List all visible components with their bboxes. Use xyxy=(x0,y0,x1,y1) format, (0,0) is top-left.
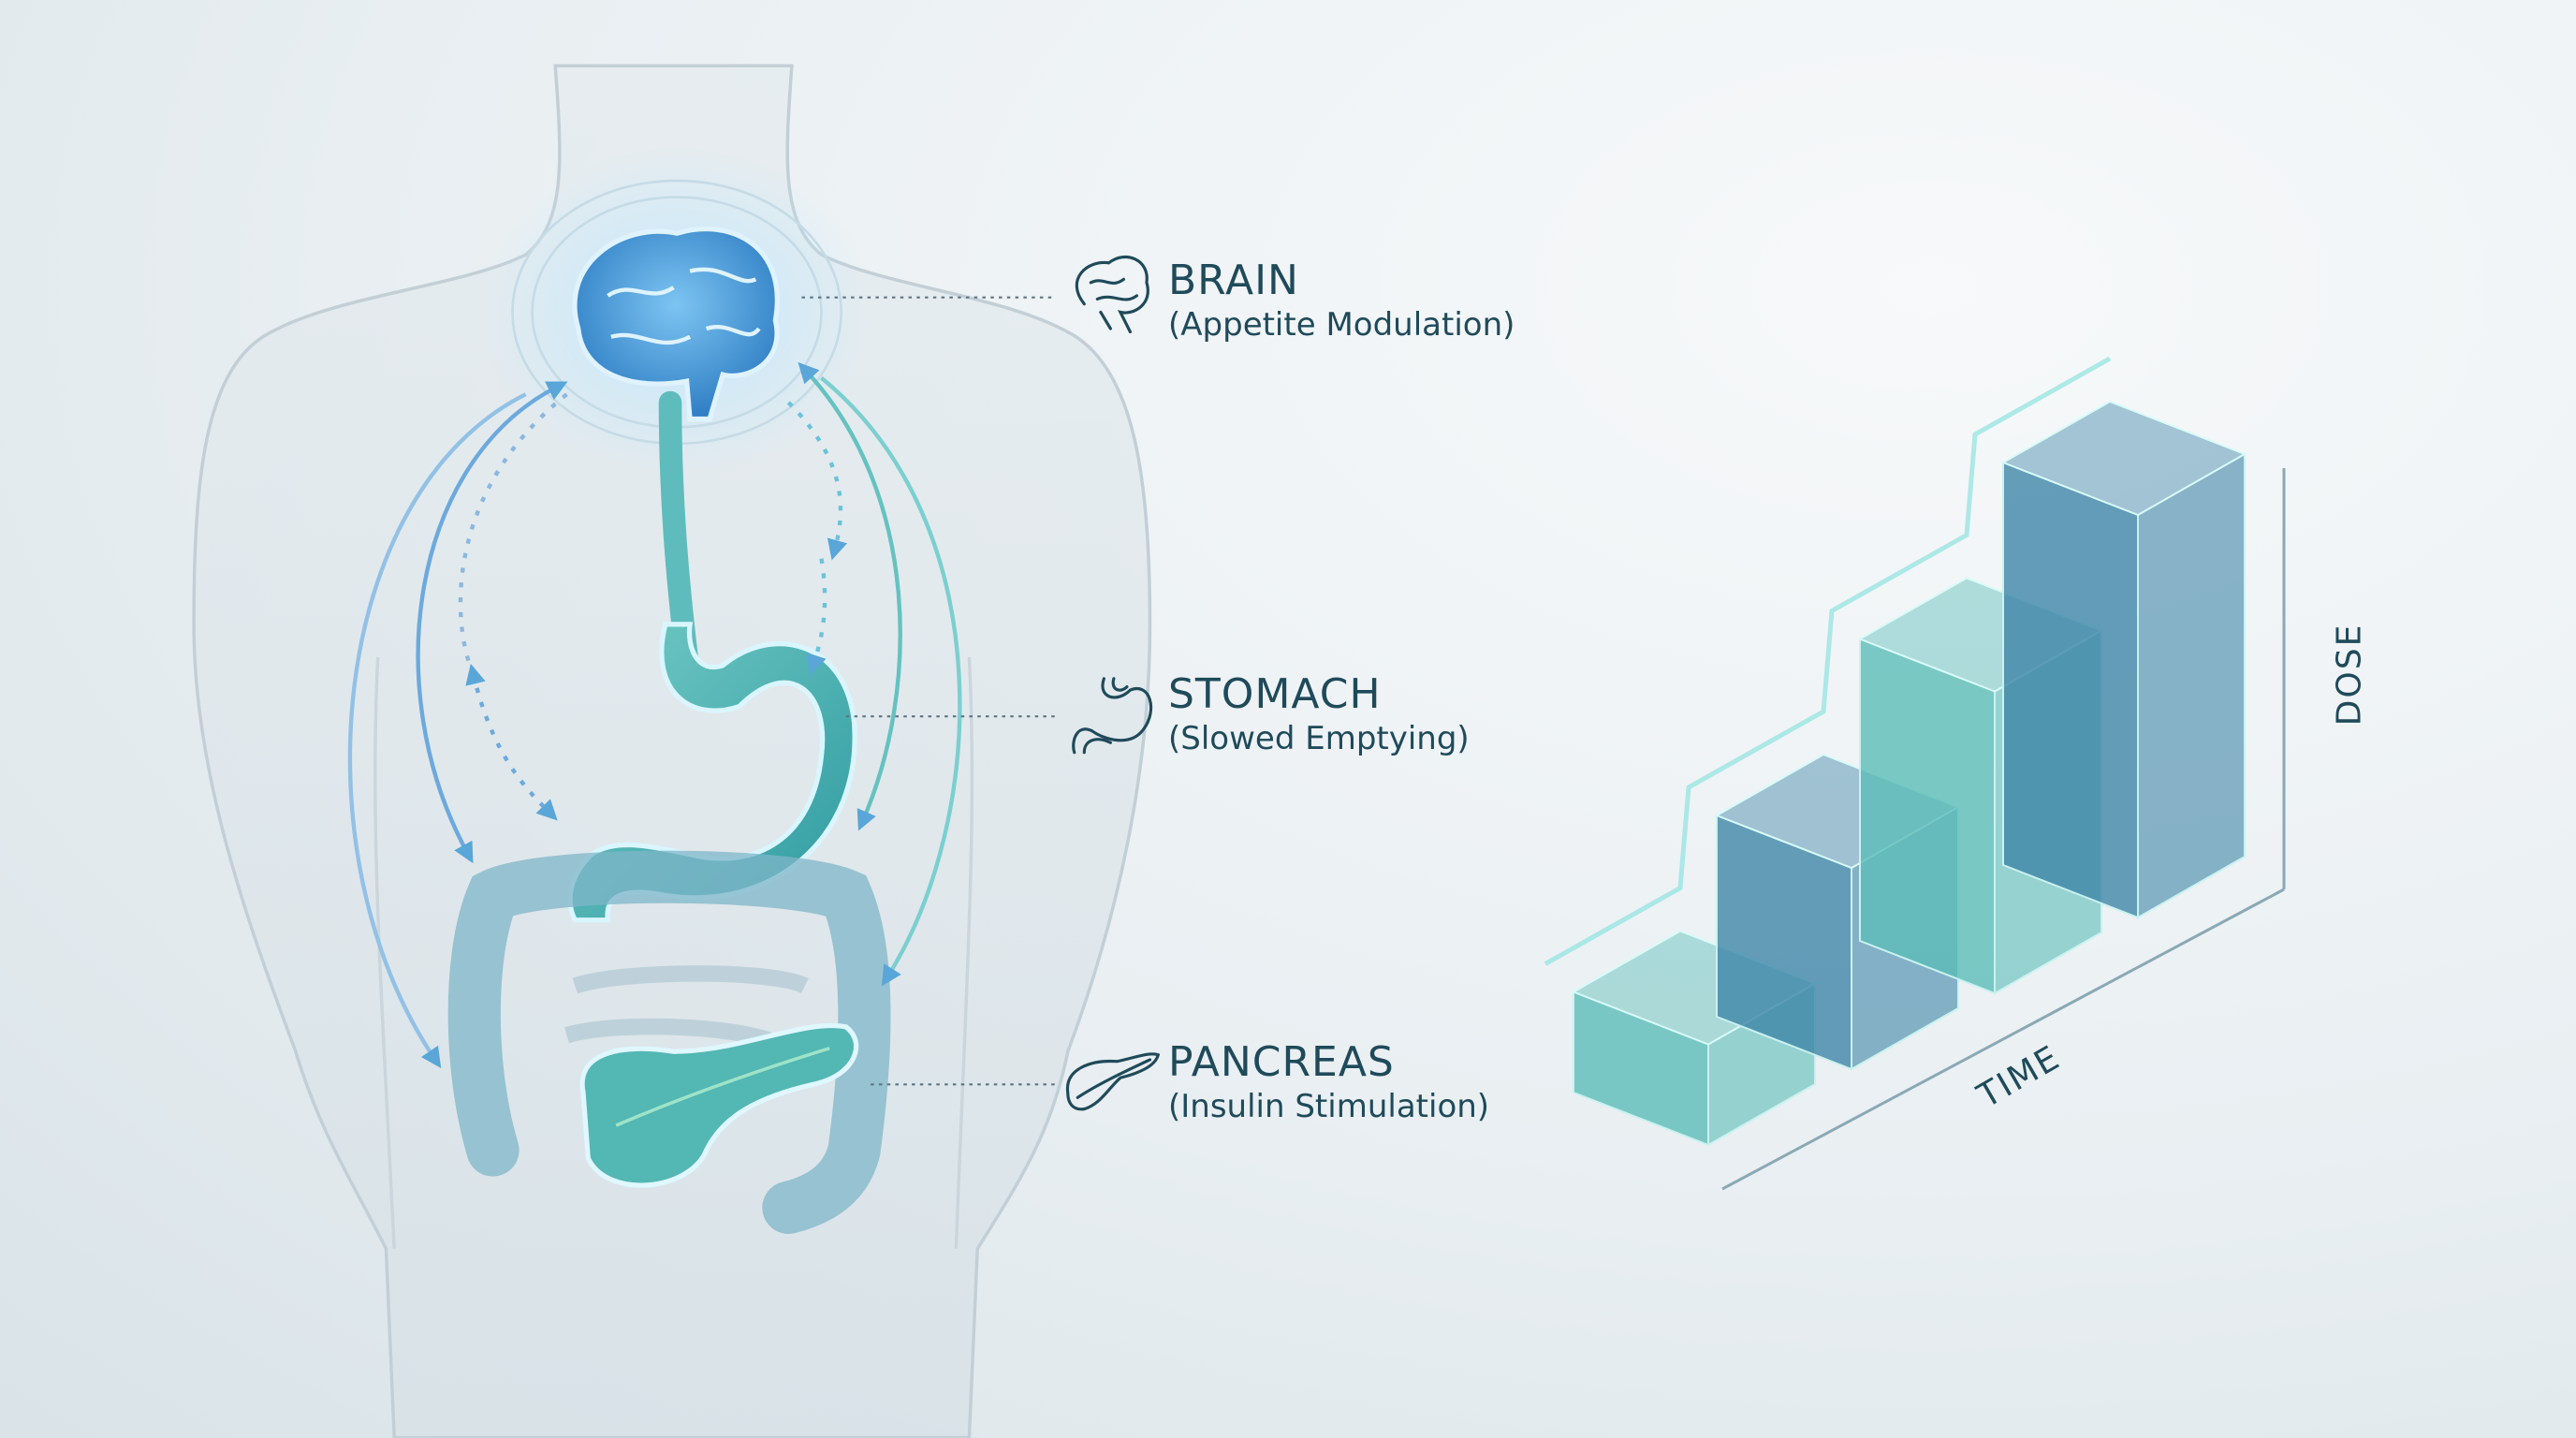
torso-line-left xyxy=(373,656,396,1249)
pancreatic-duct xyxy=(615,1047,830,1127)
brain-label-subtitle: (Appetite Modulation) xyxy=(1168,306,1515,344)
signal-arrows xyxy=(347,361,962,1069)
arrow-brain-gut-left xyxy=(416,381,568,864)
brain-label: BRAIN (Appetite Modulation) xyxy=(1168,257,1515,344)
pancreas-label-subtitle: (Insulin Stimulation) xyxy=(1168,1088,1490,1125)
pancreas-label: PANCREAS (Insulin Stimulation) xyxy=(1168,1042,1489,1123)
stomach-label: STOMACH (Slowed Emptying) xyxy=(1168,670,1470,757)
y-axis-label: DOSE xyxy=(2330,623,2369,726)
brain-outline-icon xyxy=(1075,255,1149,334)
bar-left-face xyxy=(1859,638,1996,995)
pancreas-outline-icon xyxy=(1066,1052,1161,1111)
x-axis-line xyxy=(1721,888,2285,1191)
brain-label-title: BRAIN xyxy=(1168,257,1299,304)
bar-top-face xyxy=(2000,400,2247,517)
stomach-label-subtitle: (Slowed Emptying) xyxy=(1168,720,1470,757)
brain-organ xyxy=(572,226,780,422)
arrow-dotted-gut xyxy=(465,663,558,821)
arrow-brain-stomach xyxy=(798,361,902,831)
large-intestine xyxy=(447,850,891,1235)
arrow-dotted-stomach xyxy=(806,558,827,676)
step-outline xyxy=(1544,356,2112,966)
bar-right-face xyxy=(2137,452,2246,919)
arrow-brain-colon xyxy=(347,392,527,1069)
bar-left-face xyxy=(2002,461,2139,919)
arrow-dotted-brain-stomach xyxy=(786,401,848,561)
stomach-outline-icon xyxy=(1072,677,1153,755)
pancreas-organ xyxy=(579,1022,859,1188)
pancreas-label-title: PANCREAS xyxy=(1168,1038,1395,1086)
dose-chart xyxy=(1544,356,2286,1191)
stomach-label-title: STOMACH xyxy=(1168,670,1382,718)
torso-line-right xyxy=(954,656,974,1249)
arrow-brain-pancreas xyxy=(820,375,962,987)
